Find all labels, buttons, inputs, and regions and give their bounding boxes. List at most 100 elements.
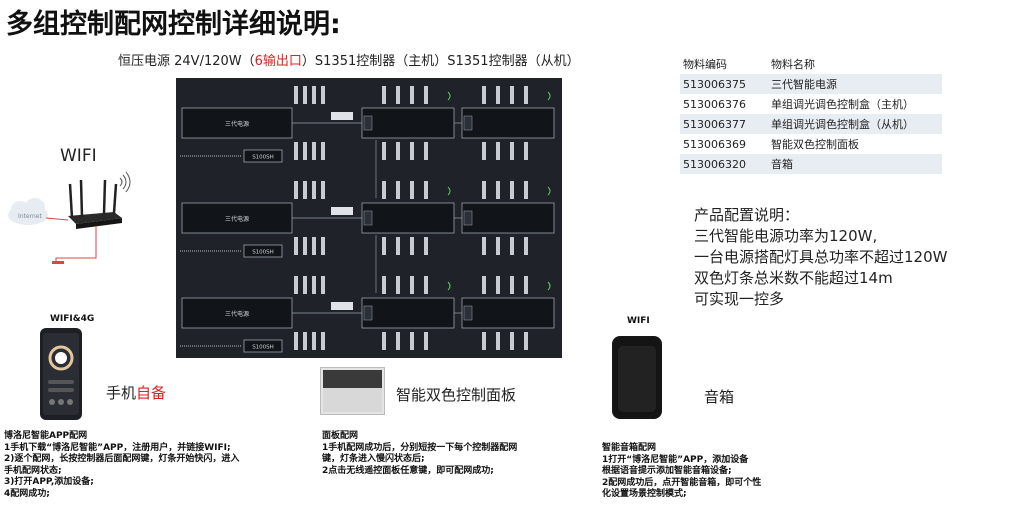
material-code: 513006320 [680, 154, 768, 174]
controller-port [363, 305, 373, 321]
connector [321, 86, 325, 104]
connector [396, 181, 400, 199]
controller-port [363, 210, 373, 226]
controller-box [461, 202, 555, 234]
wifi-signal-icon [447, 281, 451, 291]
header-code: 物料编码 [680, 54, 768, 74]
phone-caption-main: 手机 [106, 384, 137, 402]
connector [496, 237, 500, 255]
table-row: 513006320 音箱 [680, 154, 942, 174]
controller-port [463, 305, 473, 321]
instruction-line: 2配网成功后，点开智能音箱，即可个性 [602, 477, 762, 488]
connector [321, 237, 325, 255]
page-title: 多组控制配网控制详细说明: [6, 9, 341, 40]
controller-port [463, 210, 473, 226]
connector [396, 142, 400, 160]
instruction-line: 1手机配网成功后，分别短按一下每个控制器配网 [322, 442, 518, 453]
table-row: 513006377 单组调光调色控制盒（从机） [680, 114, 942, 134]
connector [482, 237, 486, 255]
wifi-signal-icon [547, 281, 551, 291]
table-header-row: 物料编码 物料名称 [680, 54, 942, 74]
instruction-line: 1手机下载“博洛尼智能”APP，注册用户，并链接WIFI; [4, 442, 231, 453]
table-row: 513006369 智能双色控制面板 [680, 134, 942, 154]
instruction-line: 3)打开APP,添加设备; [4, 477, 94, 487]
subtitle-part1: 恒压电源 24V/120W（ [118, 54, 255, 69]
connector [496, 181, 500, 199]
power-supply-box [181, 297, 293, 329]
connector [410, 86, 414, 104]
phone-connection-label: WIFI&4G [50, 314, 95, 324]
connector [294, 142, 298, 160]
controller-box [361, 202, 455, 234]
wifi-signal-icon [447, 91, 451, 101]
connector [524, 142, 528, 160]
connector [294, 332, 298, 350]
connector [496, 332, 500, 350]
connector [382, 142, 386, 160]
material-name: 单组调光调色控制盒（从机） [768, 114, 942, 134]
connector [410, 332, 414, 350]
wifi-signal-icon [447, 186, 451, 196]
config-line: 三代智能电源功率为120W, [694, 227, 878, 245]
power-supply-box [181, 107, 293, 139]
connector [524, 181, 528, 199]
connector [510, 276, 514, 294]
connector [424, 86, 428, 104]
connector [396, 276, 400, 294]
connector [482, 86, 486, 104]
connector [524, 86, 528, 104]
smart-speaker-icon [614, 338, 660, 417]
connector [410, 276, 414, 294]
controller-label: S100SH [252, 155, 274, 161]
connector [382, 181, 386, 199]
material-code: 513006369 [683, 137, 746, 151]
instruction-line: 博洛尼智能APP配网 [4, 431, 88, 441]
connector [482, 332, 486, 350]
internet-label: Internet [18, 213, 42, 220]
controller-box [243, 149, 283, 163]
instruction-line: 智能音箱配网 [602, 443, 657, 453]
connector [294, 276, 298, 294]
controller-box [243, 244, 283, 258]
controller-box [243, 339, 283, 353]
connector [312, 181, 316, 199]
power-supply-label: 三代电源 [225, 120, 249, 128]
material-name: 单组调光调色控制盒（主机） [771, 98, 914, 111]
header-name: 物料名称 [768, 54, 942, 74]
connector [321, 332, 325, 350]
phone-app-icon [43, 333, 79, 415]
connector [524, 332, 528, 350]
instruction-line: 面板配网 [322, 431, 359, 441]
controller-label: S100SH [252, 250, 274, 256]
control-panel-icon [323, 370, 382, 412]
connector [382, 86, 386, 104]
connector [294, 86, 298, 104]
connector [496, 86, 500, 104]
instruction-line: 4配网成功; [4, 488, 50, 499]
controller-port [363, 115, 373, 131]
connector [312, 237, 316, 255]
connector [382, 332, 386, 350]
panel-pairing-instructions: 面板配网 1手机配网成功后，分别短按一下每个控制器配网 键，灯条进入慢闪状态后;… [322, 431, 517, 477]
connector [510, 86, 514, 104]
connector [321, 142, 325, 160]
connector [424, 276, 428, 294]
controller-box [461, 107, 555, 139]
speaker-image [612, 336, 662, 419]
power-supply-label: 三代电源 [225, 215, 249, 223]
controller-box [361, 297, 455, 329]
material-code: 513006375 [680, 74, 768, 94]
connector [510, 181, 514, 199]
connector [482, 142, 486, 160]
wifi-signal-icon [547, 91, 551, 101]
power-supply-label: 三代电源 [225, 310, 249, 318]
config-notes: 产品配置说明： 三代智能电源功率为120W, 一台电源搭配灯具总功率不超过120… [694, 205, 947, 310]
connector [424, 237, 428, 255]
router-icon: Internet [8, 171, 131, 264]
phone-caption-red: 自备 [136, 384, 167, 402]
material-name: 三代智能电源 [768, 74, 942, 94]
instruction-line: 手机配网状态; [4, 465, 62, 476]
config-line: 一台电源搭配灯具总功率不超过120W [694, 248, 948, 266]
